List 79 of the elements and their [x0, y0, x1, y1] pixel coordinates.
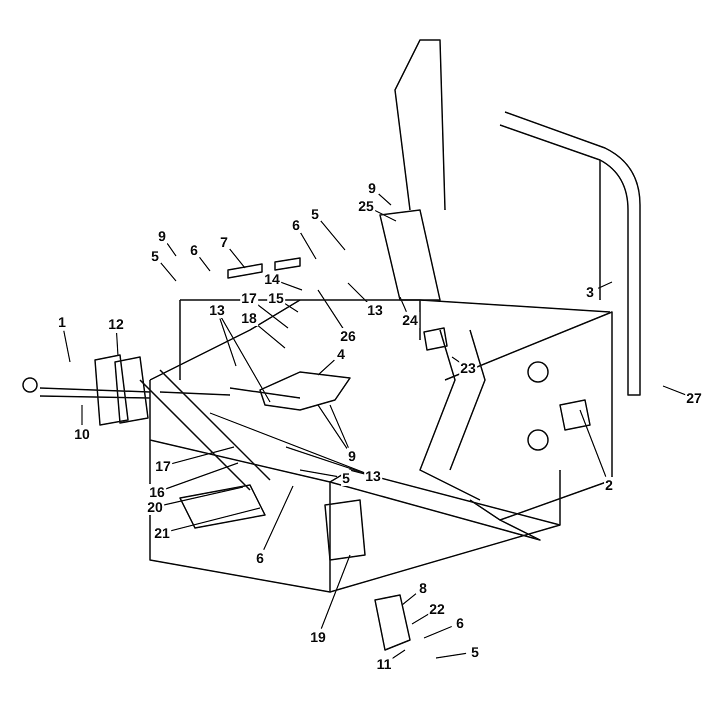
- leader-line: [63, 330, 71, 362]
- callout-number: 26: [339, 328, 357, 344]
- callout-number: 1: [57, 314, 67, 330]
- leader-line: [300, 469, 338, 478]
- leader-line: [598, 281, 612, 289]
- leader-line: [391, 650, 406, 660]
- callout-number: 6: [291, 217, 301, 233]
- leader-line: [199, 256, 210, 272]
- leader-line: [348, 282, 370, 304]
- callout-number: 8: [418, 580, 428, 596]
- callout-number: 25: [357, 198, 375, 214]
- leader-line: [318, 360, 335, 376]
- leader-line: [579, 410, 606, 477]
- callout-number: 13: [364, 468, 382, 484]
- callout-number: 18: [240, 310, 258, 326]
- leader-line: [320, 220, 346, 250]
- callout-number: 22: [428, 601, 446, 617]
- callout-number: 27: [685, 390, 703, 406]
- leader-line: [256, 323, 286, 348]
- leader-line: [172, 446, 234, 464]
- leader-line: [399, 296, 407, 312]
- callout-number: 9: [157, 228, 167, 244]
- callout-number: 7: [219, 234, 229, 250]
- leader-line: [116, 332, 119, 356]
- callout-number: 14: [263, 271, 281, 287]
- callout-number: 6: [455, 615, 465, 631]
- leader-line: [220, 318, 271, 402]
- callout-number: 16: [148, 484, 166, 500]
- callout-number: 5: [470, 644, 480, 660]
- callout-number: 10: [73, 426, 91, 442]
- callout-number: 6: [189, 242, 199, 258]
- leader-line: [219, 318, 237, 366]
- leader-line: [210, 412, 365, 474]
- callout-number: 12: [107, 316, 125, 332]
- leader-line: [424, 626, 452, 639]
- leader-line: [286, 446, 365, 474]
- leader-line: [318, 404, 348, 449]
- leader-line: [164, 486, 244, 506]
- leader-line: [283, 302, 298, 312]
- leader-line: [300, 232, 317, 260]
- leader-line: [166, 243, 176, 256]
- leader-line: [229, 248, 246, 268]
- callout-number: 4: [336, 346, 346, 362]
- leader-line: [81, 405, 83, 425]
- leader-line: [412, 613, 430, 625]
- callout-number: 17: [240, 290, 258, 306]
- callout-number: 13: [366, 302, 384, 318]
- callout-number: 13: [208, 302, 226, 318]
- callout-number: 21: [153, 525, 171, 541]
- callout-number: 20: [146, 499, 164, 515]
- leader-line: [662, 385, 686, 396]
- leader-line: [320, 554, 351, 629]
- leader-line: [160, 262, 176, 282]
- callout-number: 9: [367, 180, 377, 196]
- callout-number: 17: [154, 458, 172, 474]
- leader-line: [374, 209, 396, 222]
- callout-number: 23: [459, 360, 477, 376]
- leader-line: [452, 356, 461, 364]
- leader-line: [256, 303, 288, 328]
- leader-line: [402, 593, 416, 606]
- leader-line: [280, 282, 302, 291]
- callout-number: 11: [376, 656, 392, 672]
- leader-line: [165, 462, 238, 490]
- callout-number: 5: [310, 206, 320, 222]
- leader-line: [378, 194, 392, 206]
- callout-number: 9: [347, 448, 357, 464]
- leader-line: [170, 507, 260, 532]
- leader-line: [263, 486, 294, 550]
- leader-line: [329, 404, 349, 448]
- callout-number: 3: [585, 284, 595, 300]
- leader-line: [436, 652, 466, 659]
- callout-number: 19: [309, 629, 327, 645]
- callout-number: 24: [401, 312, 419, 328]
- callout-number: 6: [255, 550, 265, 566]
- callout-number: 2: [604, 477, 614, 493]
- callout-number: 5: [150, 248, 160, 264]
- callout-number: 15: [267, 290, 285, 306]
- callout-number: 5: [341, 470, 351, 486]
- leader-line: [318, 290, 344, 329]
